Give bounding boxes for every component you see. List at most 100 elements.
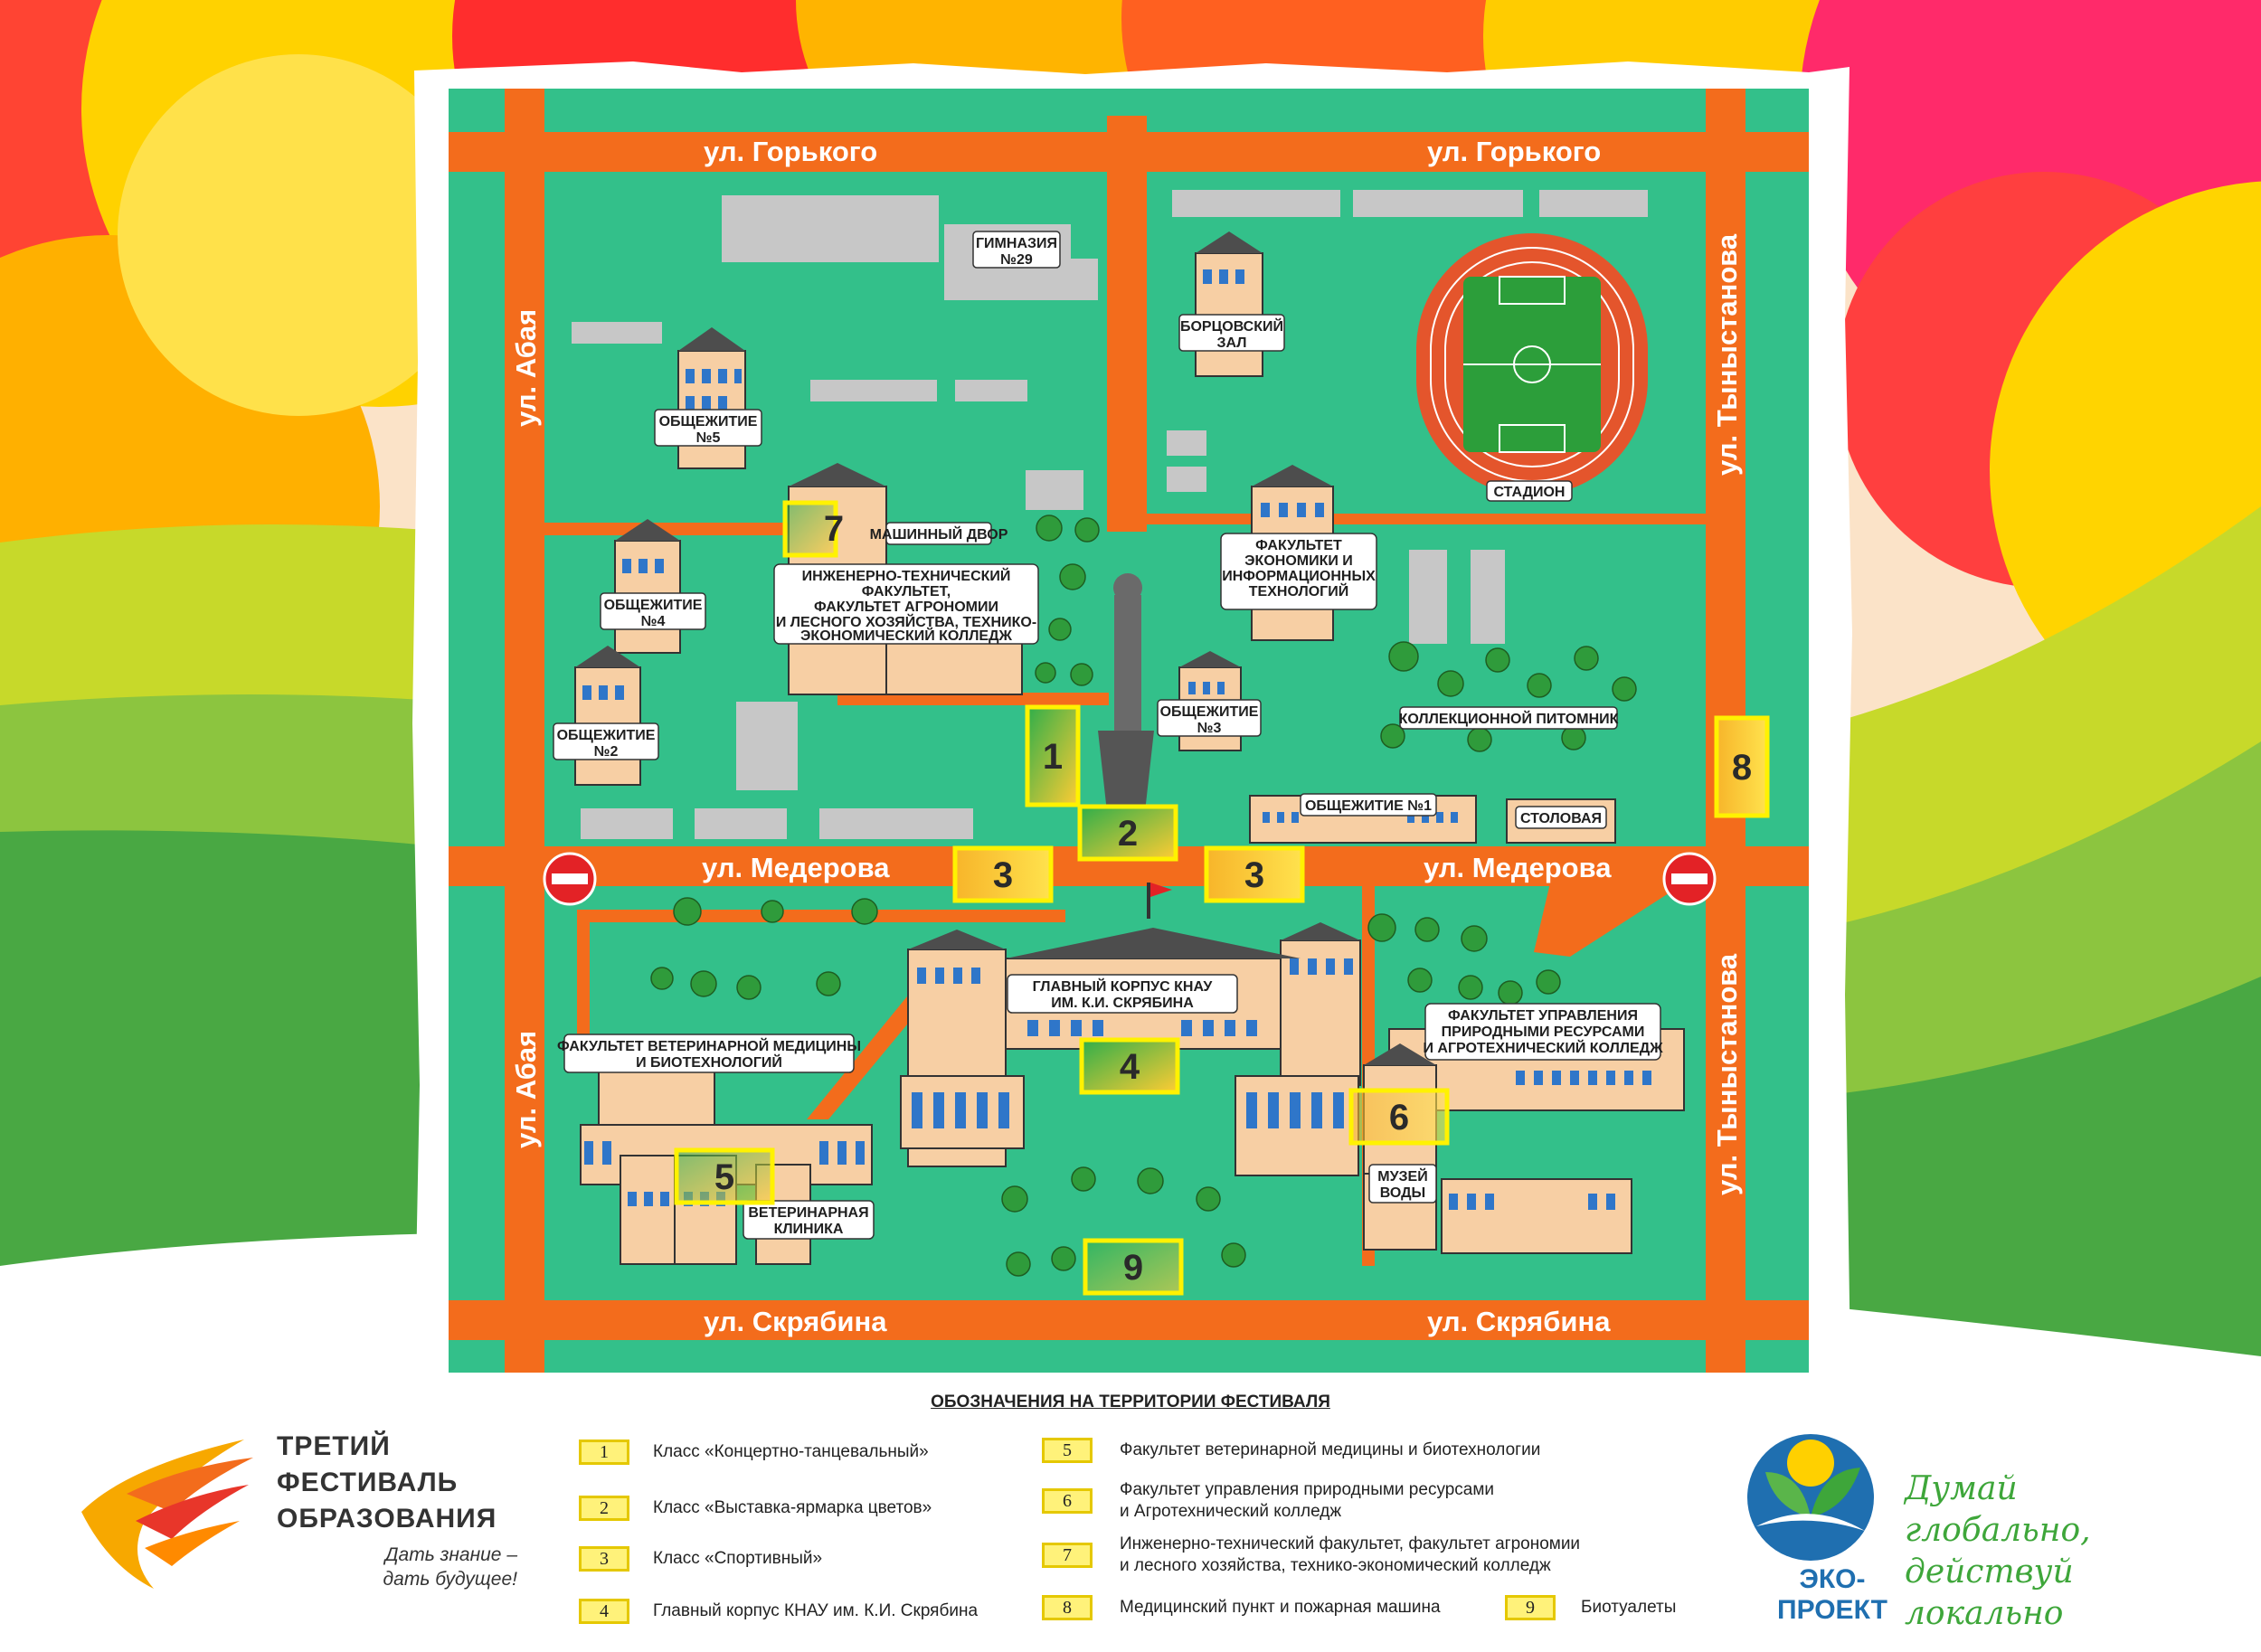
legend-num-1: 1	[579, 1440, 629, 1465]
label-dorm-4: ОБЩЕЖИТИЕ	[604, 598, 703, 613]
legend-num-6: 6	[1042, 1488, 1093, 1514]
label-vet-faculty: ФАКУЛЬТЕТ ВЕТЕРИНАРНОЙ МЕДИЦИНЫ	[557, 1037, 861, 1054]
legend-text-8: Медицинский пункт и пожарная машина	[1120, 1598, 1441, 1617]
marker-3-left: 3	[993, 855, 1013, 895]
street-label-mederova-right: ул. Медерова	[1424, 852, 1612, 883]
legend-num-3: 3	[579, 1546, 629, 1572]
eco-slogan-line-2: действуй локально	[1905, 1553, 2074, 1632]
street-label-abaya-bottom: ул. Абая	[510, 1031, 542, 1148]
street-label-skryabina-left: ул. Скрябина	[704, 1306, 887, 1337]
marker-8-box	[1714, 715, 1770, 818]
marker-3-right-box	[1204, 845, 1305, 903]
label-dorm-4-number: №4	[641, 614, 666, 629]
legend-text-3: Класс «Спортивный»	[653, 1549, 823, 1568]
label-engineering-4: И ЛЕСНОГО ХОЗЯЙСТВА, ТЕХНИКО-	[776, 613, 1036, 630]
label-vet-clinic: ВЕТЕРИНАРНАЯ	[748, 1205, 868, 1221]
marker-5: 5	[714, 1157, 734, 1197]
marker-8: 8	[1732, 748, 1752, 788]
marker-3-left-box	[952, 845, 1054, 903]
legend-text-9: Биотуалеты	[1581, 1598, 1677, 1617]
legend-title: ОБОЗНАЧЕНИЯ НА ТЕРРИТОРИИ ФЕСТИВАЛЯ	[931, 1392, 1330, 1411]
label-engineering-3: ФАКУЛЬТЕТ АГРОНОМИИ	[814, 599, 998, 615]
legend-num-9: 9	[1505, 1595, 1556, 1620]
label-main-building: ГЛАВНЫЙ КОРПУС КНАУ	[1033, 977, 1214, 995]
marker-1: 1	[1043, 737, 1063, 777]
label-dorm-2: ОБЩЕЖИТИЕ	[557, 728, 656, 743]
street-label-gorkogo-left: ул. Горького	[704, 136, 877, 167]
street-label-gorkogo-right: ул. Горького	[1427, 136, 1601, 167]
label-nursery: КОЛЛЕКЦИОННОЙ ПИТОМНИК	[1399, 710, 1619, 727]
marker-9-box	[1083, 1238, 1184, 1296]
statue	[1098, 573, 1154, 812]
festival-slogan: Дать знание – дать будущее!	[307, 1543, 517, 1591]
label-gymnasium: ГИМНАЗИЯ	[976, 236, 1057, 251]
label-water-museum: МУЗЕЙ	[1377, 1167, 1427, 1185]
label-dorm-2-number: №2	[594, 744, 619, 760]
marker-7: 7	[824, 509, 844, 549]
label-engineering-5: ЭКОНОМИЧЕСКИЙ КОЛЛЕДЖ	[800, 627, 1012, 644]
street-label-mederova-left: ул. Медерова	[702, 852, 890, 883]
label-resources-faculty-2: ПРИРОДНЫМИ РЕСУРСАМИ	[1442, 1024, 1645, 1040]
legend-num-2: 2	[579, 1496, 629, 1521]
label-vet-faculty-2: И БИОТЕХНОЛОГИЙ	[636, 1053, 782, 1071]
festival-title-line-3: ОБРАЗОВАНИЯ	[277, 1504, 497, 1534]
festival-logo-icon	[81, 1440, 253, 1589]
festival-slogan-line-1: Дать знание –	[384, 1544, 517, 1565]
label-dorm-1: ОБЩЕЖИТИЕ №1	[1305, 798, 1432, 814]
label-canteen: СТОЛОВАЯ	[1520, 811, 1602, 826]
label-stadium: СТАДИОН	[1494, 485, 1566, 500]
campus-map: ул. Горького ул. Горького ул. Медерова у…	[449, 89, 1809, 1373]
label-dorm-5: ОБЩЕЖИТИЕ	[659, 414, 758, 430]
legend-text-6: Факультет управления природными ресурсам…	[1120, 1480, 1495, 1499]
road-skryabina	[449, 1300, 1809, 1340]
label-resources-faculty: ФАКУЛЬТЕТ УПРАВЛЕНИЯ	[1448, 1008, 1638, 1024]
legend-text-2: Класс «Выставка-ярмарка цветов»	[653, 1498, 932, 1517]
legend-text-7b: и лесного хозяйства, технико-экономическ…	[1120, 1556, 1551, 1575]
label-dorm-3-number: №3	[1197, 721, 1222, 736]
marker-1-box	[1025, 704, 1081, 807]
label-vet-clinic-2: КЛИНИКА	[774, 1222, 844, 1237]
street-label-tynystanova-top: ул. Тыныстанова	[1711, 233, 1743, 476]
legend-text-6b: и Агротехнический колледж	[1120, 1502, 1342, 1521]
flag-icon	[1147, 883, 1172, 919]
legend-num-4: 4	[579, 1599, 629, 1624]
marker-4: 4	[1120, 1047, 1140, 1087]
festival-slogan-line-2: дать будущее!	[383, 1569, 517, 1590]
label-dorm-5-number: №5	[696, 430, 721, 446]
legend-text-4: Главный корпус КНАУ им. К.И. Скрябина	[653, 1601, 979, 1620]
legend-text-7: Инженерно-технический факультет, факульт…	[1120, 1534, 1581, 1553]
legend-num-5: 5	[1042, 1438, 1093, 1463]
festival-title-line-1: ТРЕТИЙ	[277, 1431, 391, 1461]
label-engineering-2: ФАКУЛЬТЕТ,	[862, 584, 951, 599]
marker-5-box	[674, 1147, 775, 1205]
road-abaya	[505, 89, 544, 1373]
legend-text-5: Факультет ветеринарной медицины и биотех…	[1120, 1440, 1541, 1459]
stadium	[1416, 233, 1648, 496]
street-label-skryabina-right: ул. Скрябина	[1427, 1306, 1611, 1337]
legend-num-8: 8	[1042, 1595, 1093, 1620]
no-entry-sign-left	[543, 852, 597, 906]
legend-text-1: Класс «Концертно-танцевальный»	[653, 1442, 929, 1461]
marker-7-box	[782, 500, 838, 558]
marker-9: 9	[1123, 1248, 1143, 1288]
marker-2-box	[1077, 804, 1178, 862]
marker-6-box	[1348, 1088, 1450, 1146]
no-entry-sign-right	[1662, 852, 1717, 906]
eco-slogan: Думай глобально, действуй локально	[1905, 1468, 2203, 1635]
festival-title: ТРЕТИЙ ФЕСТИВАЛЬ ОБРАЗОВАНИЯ	[277, 1429, 497, 1537]
label-resources-faculty-3: И АГРОТЕХНИЧЕСКИЙ КОЛЛЕДЖ	[1423, 1039, 1663, 1056]
label-economics: ФАКУЛЬТЕТ	[1255, 538, 1342, 553]
marker-2: 2	[1118, 814, 1138, 854]
marker-3-right: 3	[1244, 855, 1264, 895]
label-economics-4: ТЕХНОЛОГИЙ	[1249, 582, 1348, 599]
label-wrestling-hall: БОРЦОВСКИЙ	[1180, 317, 1283, 335]
marker-4-box	[1079, 1037, 1180, 1095]
label-engineering: ИНЖЕНЕРНО-ТЕХНИЧЕСКИЙ	[802, 567, 1011, 584]
label-machine-yard: МАШИННЫЙ ДВОР	[870, 525, 1008, 543]
street-label-abaya-top: ул. Абая	[510, 309, 542, 427]
label-main-building-2: ИМ. К.И. СКРЯБИНА	[1051, 996, 1194, 1011]
legend-num-7: 7	[1042, 1543, 1093, 1568]
marker-6: 6	[1389, 1098, 1409, 1138]
label-economics-2: ЭКОНОМИКИ И	[1244, 553, 1353, 569]
eco-project-logo-icon	[1747, 1434, 1874, 1561]
